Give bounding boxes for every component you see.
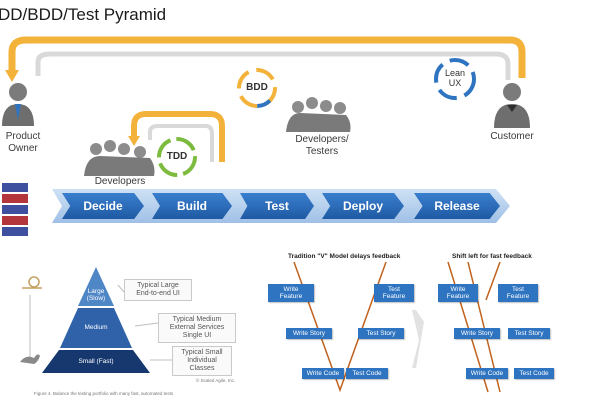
pyramid-caption: Figure 4. Balance the testing portfolio …	[34, 391, 174, 396]
people-group-icon	[84, 140, 155, 176]
pyramid-tier-small-label: Small (Fast)	[78, 358, 114, 365]
shift-right-test-story: Test Story	[508, 328, 550, 340]
customer-label: Customer	[490, 131, 534, 142]
feedback-loop-outer	[5, 36, 526, 82]
shift-left-write-feature: Write Feature	[438, 284, 478, 303]
shift-left-write-code: Write Code	[466, 368, 508, 380]
pipeline-step-4: Release	[414, 193, 500, 219]
v-model-shift-title: Shift left for fast feedback	[452, 253, 532, 260]
snail-icon	[22, 276, 42, 289]
v-model-traditional-title: Tradition "V" Model delays feedback	[288, 253, 401, 260]
pyramid-tier-medium: Medium	[70, 324, 122, 331]
pipeline-step-2: Test	[240, 193, 314, 219]
shift-left-write-story: Write Story	[454, 328, 500, 340]
v-right-test-feature: Test Feature	[374, 284, 414, 303]
pipeline-step-0: Decide	[62, 193, 144, 219]
pyramid-tier-large: Large (Slow)	[78, 288, 114, 302]
product-owner-label: Product Owner	[5, 131, 41, 154]
v-left-write-story: Write Story	[286, 328, 332, 340]
test-pyramid	[29, 267, 172, 373]
pyramid-callout-small: Typical Small Individual Classes	[172, 346, 232, 377]
person-icon	[494, 83, 530, 128]
cycle-arrows-icon	[157, 58, 476, 177]
v-left-write-feature: Write Feature	[268, 284, 314, 303]
pyramid-tier-medium-label: Medium	[84, 324, 108, 331]
person-icon	[2, 83, 34, 126]
v-left-write-code: Write Code	[302, 368, 344, 380]
v-right-test-code: Test Code	[346, 368, 388, 380]
v-model-traditional	[293, 261, 387, 393]
pyramid-callout-medium: Typical Medium External Services Single …	[158, 313, 236, 344]
pipeline-step-1: Build	[152, 193, 232, 219]
page-title: DD/BDD/Test Pyramid	[0, 5, 167, 24]
pyramid-callout-large: Typical Large End-to-end UI	[124, 279, 192, 302]
pyramid-tier-large-label: Large (Slow)	[86, 288, 106, 303]
pyramid-tier-small: Small (Fast)	[60, 358, 132, 365]
people-group-icon	[286, 97, 351, 132]
shift-arrow	[412, 310, 424, 368]
pyramid-credit: © Scaled Agile, Inc.	[196, 378, 236, 383]
backlog-stack-icon	[2, 183, 28, 236]
shift-right-test-feature: Test Feature	[498, 284, 538, 303]
pipeline-step-3: Deploy	[322, 193, 404, 219]
v-right-test-story: Test Story	[358, 328, 404, 340]
bdd-label: BDD	[246, 82, 268, 93]
rabbit-icon	[20, 354, 40, 364]
lean-ux-label: Lean UX	[444, 68, 466, 89]
tdd-label: TDD	[166, 151, 188, 162]
shift-right-test-code: Test Code	[514, 368, 554, 380]
developers-label: Developers	[94, 176, 146, 187]
developers-testers-label: Developers/ Testers	[295, 134, 349, 157]
feedback-loop-developers	[128, 111, 225, 162]
